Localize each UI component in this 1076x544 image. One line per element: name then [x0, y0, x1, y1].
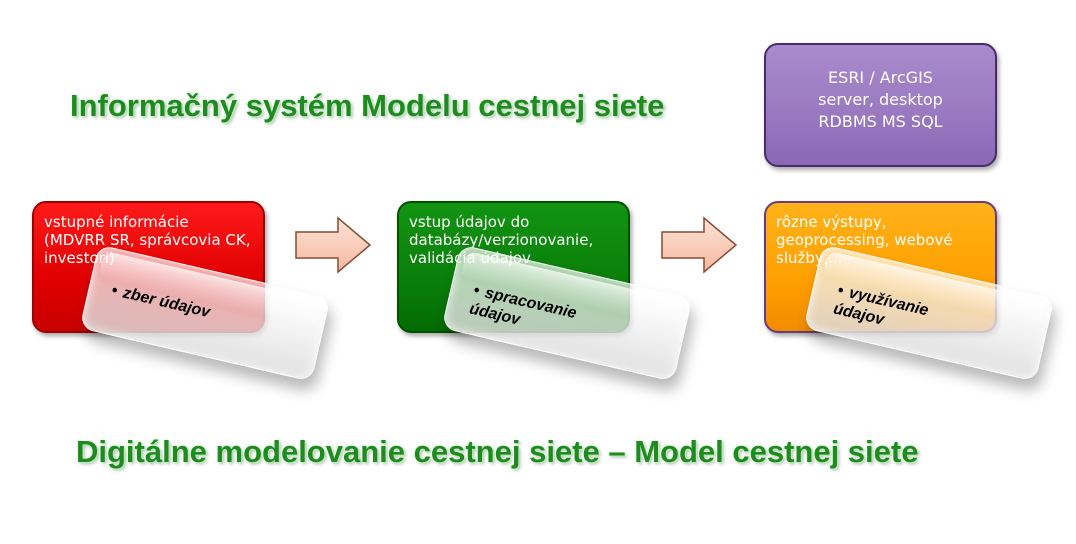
title-information-system: Informačný systém Modelu cestnej siete	[70, 88, 665, 123]
right-arrow-icon	[295, 216, 372, 274]
technology-line-3: RDBMS MS SQL	[818, 112, 943, 131]
right-arrow-icon	[661, 216, 738, 274]
stage-box-processing-text: vstup údajov do databázy/verzionovanie, …	[409, 213, 594, 267]
technology-box: ESRI / ArcGIS server, desktop RDBMS MS S…	[764, 43, 997, 167]
stage-box-usage-text: rôzne výstupy, geoprocessing, webové slu…	[776, 213, 953, 267]
technology-line-2: server, desktop	[818, 90, 943, 109]
title-digital-modeling: Digitálne modelovanie cestnej siete – Mo…	[76, 434, 919, 469]
technology-line-1: ESRI / ArcGIS	[828, 68, 933, 87]
